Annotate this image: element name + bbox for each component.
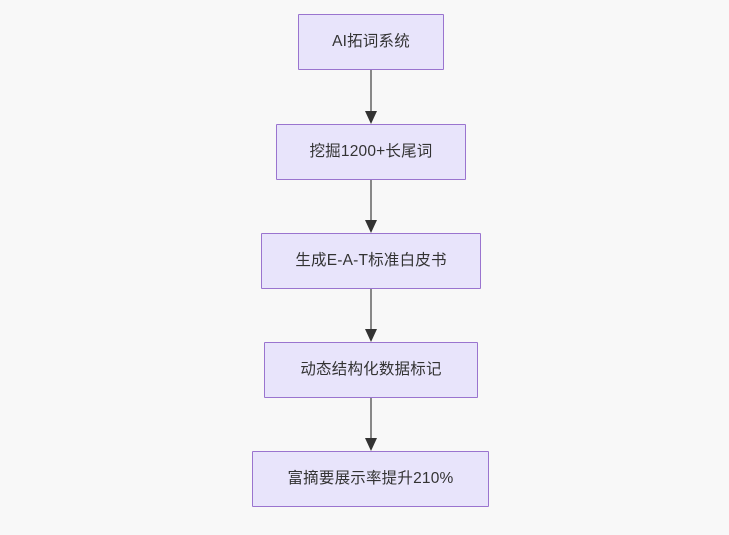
edge-n4-n5 bbox=[365, 398, 377, 451]
flow-node-label: AI拓词系统 bbox=[332, 32, 410, 50]
flow-node-ai-keyword-system[interactable]: AI拓词系统 bbox=[298, 14, 444, 70]
flow-node-label: 动态结构化数据标记 bbox=[300, 360, 442, 378]
flow-node-generate-eat-whitepaper[interactable]: 生成E-A-T标准白皮书 bbox=[261, 233, 481, 289]
flow-node-label: 生成E-A-T标准白皮书 bbox=[295, 251, 447, 269]
flow-node-rich-snippet-rate-increase[interactable]: 富摘要展示率提升210% bbox=[252, 451, 489, 507]
edge-n1-n2 bbox=[365, 70, 377, 124]
edge-n2-n3 bbox=[365, 180, 377, 233]
flow-node-dynamic-structured-data-markup[interactable]: 动态结构化数据标记 bbox=[264, 342, 478, 398]
flow-node-label: 挖掘1200+长尾词 bbox=[309, 142, 433, 160]
flow-node-label: 富摘要展示率提升210% bbox=[287, 469, 454, 487]
edge-n3-n4 bbox=[365, 289, 377, 342]
flow-node-mine-longtail-keywords[interactable]: 挖掘1200+长尾词 bbox=[276, 124, 466, 180]
